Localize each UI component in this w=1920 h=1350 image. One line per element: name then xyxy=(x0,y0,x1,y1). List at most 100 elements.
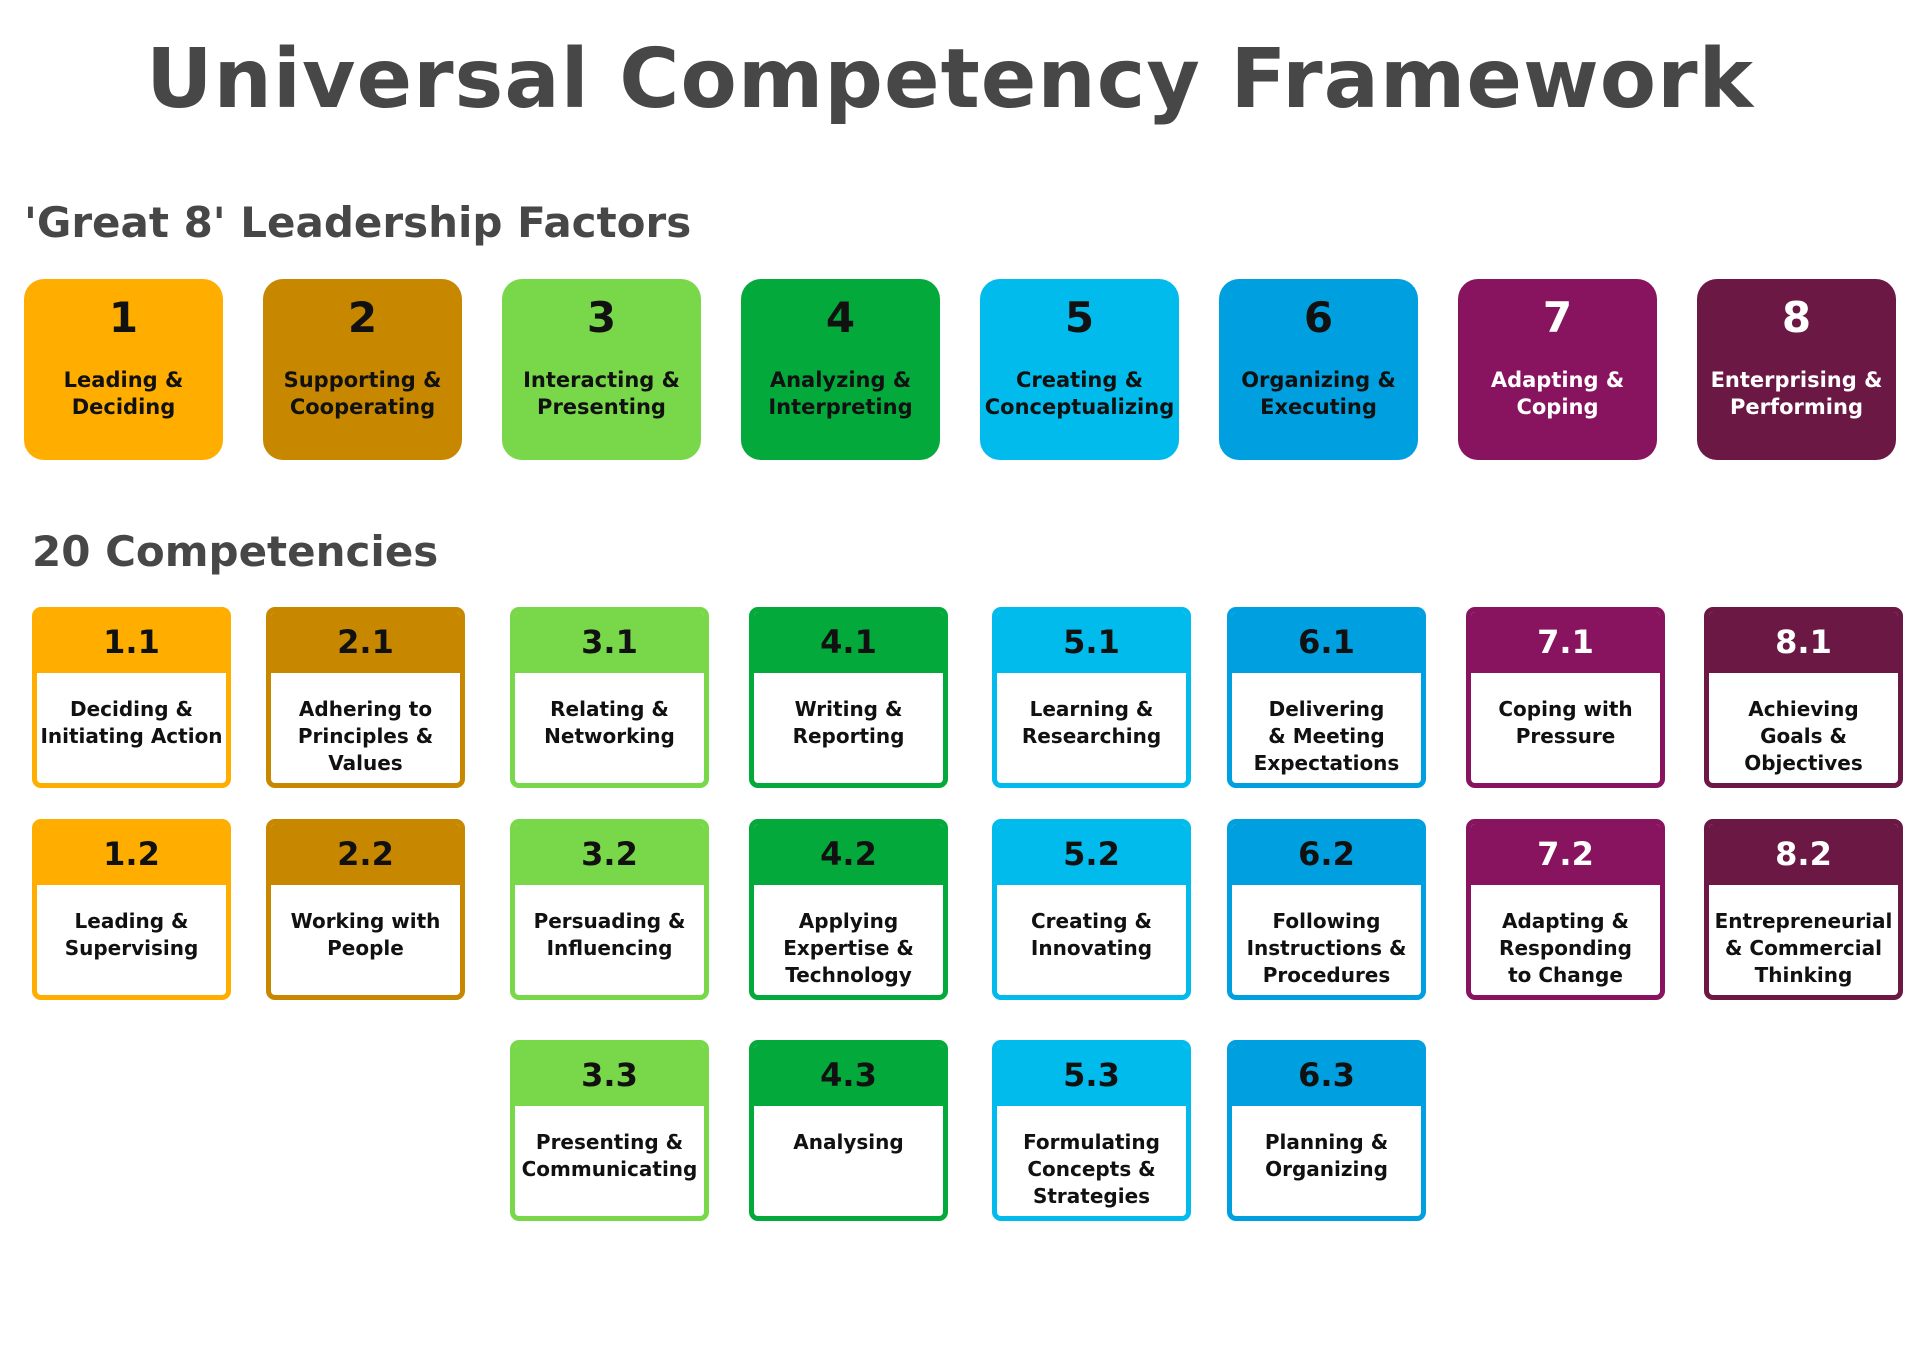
competency-number: 5.3 xyxy=(997,1045,1186,1106)
label-line: Technology xyxy=(785,963,912,987)
label-line: Reporting xyxy=(792,724,905,748)
factor-number: 1 xyxy=(108,293,139,342)
competency-number: 1.2 xyxy=(37,824,226,885)
competency-number: 8.1 xyxy=(1709,612,1898,673)
label-line: Creating & xyxy=(1031,909,1152,933)
label-line: Deciding xyxy=(71,395,176,419)
factor-label: Adapting & Coping xyxy=(1458,367,1657,421)
label-line: Instructions & xyxy=(1246,936,1407,960)
label-line: Adapting & xyxy=(1502,909,1629,933)
label-line: Cooperating xyxy=(289,395,436,419)
competency-number: 4.3 xyxy=(754,1045,943,1106)
competency-number: 3.2 xyxy=(515,824,704,885)
label-line: Goals & xyxy=(1760,724,1847,748)
competency-label: Presenting &Communicating xyxy=(515,1129,704,1183)
competency-number: 5.2 xyxy=(997,824,1186,885)
label-line: Procedures xyxy=(1262,963,1391,987)
competency-number: 4.2 xyxy=(754,824,943,885)
competency-number: 8.2 xyxy=(1709,824,1898,885)
competency-label: Analysing xyxy=(754,1129,943,1156)
label-line: Entrepreneurial xyxy=(1714,909,1893,933)
factor-number: 3 xyxy=(586,293,617,342)
competency-number: 7.1 xyxy=(1471,612,1660,673)
label-line: Relating & xyxy=(550,697,669,721)
factor-label: Organizing & Executing xyxy=(1219,367,1418,421)
label-line: Adapting & xyxy=(1490,368,1625,392)
label-line: Strategies xyxy=(1032,1184,1151,1208)
label-line: Coping with xyxy=(1498,697,1633,721)
factor-number: 8 xyxy=(1781,293,1812,342)
label-line: People xyxy=(327,936,404,960)
label-line: Performing xyxy=(1730,395,1863,419)
competency-number: 2.1 xyxy=(271,612,460,673)
competency-number: 2.2 xyxy=(271,824,460,885)
label-line: Interpreting xyxy=(768,395,913,419)
page-title: Universal Competency Framework xyxy=(145,32,1755,127)
competency-number: 7.2 xyxy=(1471,824,1660,885)
label-line: Objectives xyxy=(1744,751,1863,775)
label-line: Researching xyxy=(1021,724,1162,748)
competency-number: 3.1 xyxy=(515,612,704,673)
competency-label: Relating &Networking xyxy=(515,696,704,750)
label-line: Responding xyxy=(1499,936,1632,960)
factor-number: 7 xyxy=(1542,293,1573,342)
label-line: Enterprising & xyxy=(1710,368,1883,392)
label-line: Formulating xyxy=(1023,1130,1160,1154)
label-line: Coping xyxy=(1516,395,1599,419)
label-line: Persuading & xyxy=(533,909,686,933)
factor-number: 2 xyxy=(347,293,378,342)
label-line: Pressure xyxy=(1515,724,1616,748)
label-line: Influencing xyxy=(546,936,673,960)
label-line: Values xyxy=(328,751,403,775)
label-line: Presenting & xyxy=(535,1130,684,1154)
competency-label: Persuading & Influencing xyxy=(515,908,704,962)
label-line: Supervising xyxy=(64,936,199,960)
competency-label: Leading &Supervising xyxy=(37,908,226,962)
label-line: Supporting & xyxy=(283,368,442,392)
label-line: Interacting & xyxy=(523,368,680,392)
label-line: Thinking xyxy=(1754,963,1853,987)
competency-number: 1.1 xyxy=(37,612,226,673)
factor-number: 4 xyxy=(825,293,856,342)
label-line: Achieving xyxy=(1748,697,1859,721)
label-line: Expertise & xyxy=(783,936,914,960)
label-line: & Meeting xyxy=(1268,724,1385,748)
competency-number: 3.3 xyxy=(515,1045,704,1106)
label-line: Executing xyxy=(1260,395,1377,419)
label-line: Organizing & xyxy=(1241,368,1396,392)
label-line: Concepts & xyxy=(1027,1157,1156,1181)
label-line: Leading & xyxy=(63,368,184,392)
factor-label: Creating &Conceptualizing xyxy=(980,367,1179,421)
competency-label: Learning &Researching xyxy=(997,696,1186,750)
competency-number: 4.1 xyxy=(754,612,943,673)
label-line: Deciding & xyxy=(69,697,193,721)
label-line: Planning & xyxy=(1264,1130,1389,1154)
factor-label: Interacting &Presenting xyxy=(502,367,701,421)
competency-number: 5.1 xyxy=(997,612,1186,673)
competency-label: Creating &Innovating xyxy=(997,908,1186,962)
label-line: Adhering to xyxy=(298,697,433,721)
